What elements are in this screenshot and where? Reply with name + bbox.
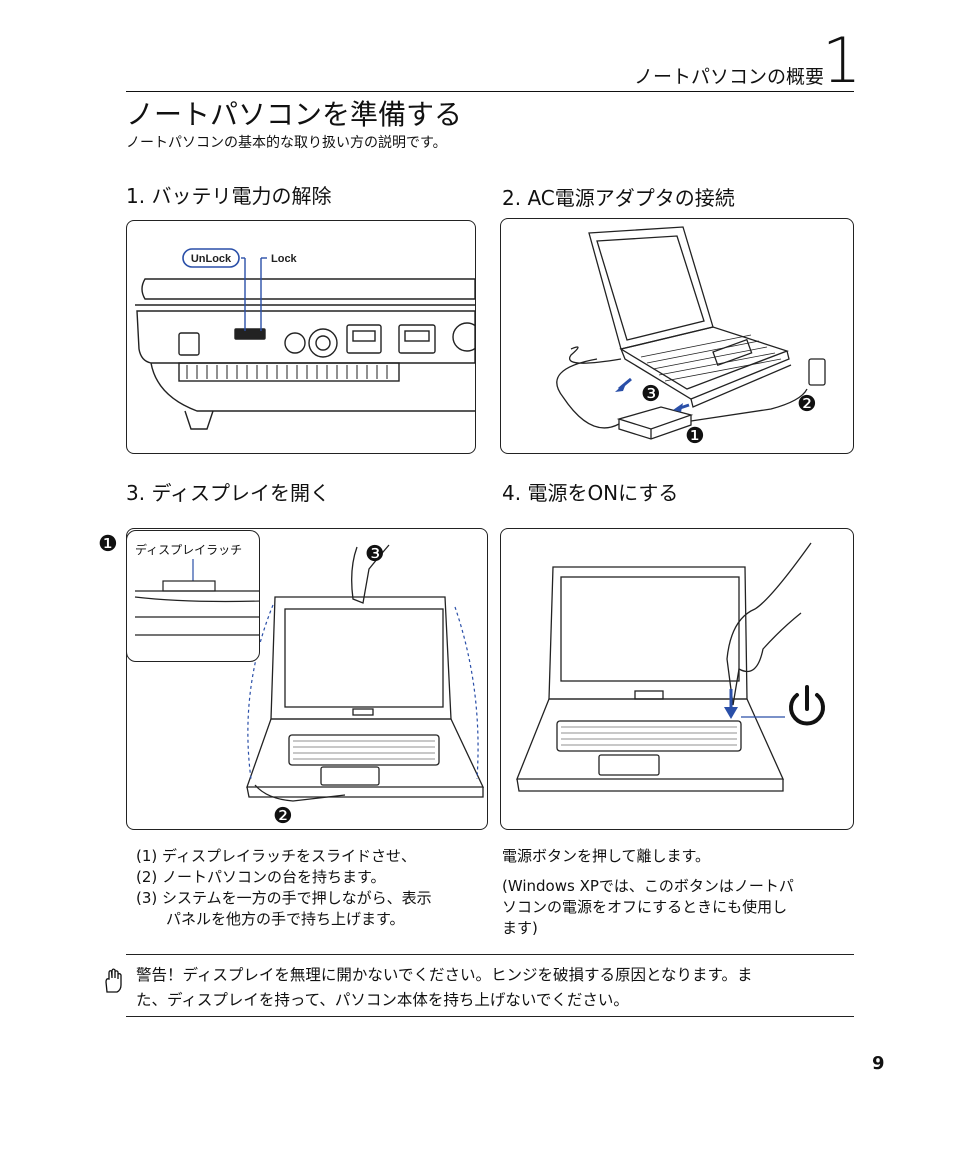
- display-latch-inset: ディスプレイラッチ: [126, 530, 260, 662]
- callout-1: ❶: [98, 532, 118, 557]
- callout-2: ❷: [273, 804, 293, 829]
- unlock-label: UnLock: [191, 253, 232, 265]
- chapter-title: ノートパソコンの概要: [633, 66, 824, 88]
- warning-line: た、ディスプレイを持って、パソコン本体を持ち上げないでください。: [136, 991, 629, 1009]
- battery-lock-illustration: UnLock Lock: [126, 220, 476, 454]
- callout-1: ❶: [685, 424, 705, 449]
- page-subtitle: ノートパソコンの基本的な取り扱い方の説明です。: [126, 135, 447, 151]
- step3-caption: (1) ディスプレイラッチをスライドさせ、 (2) ノートパソコンの台を持ちます…: [136, 846, 432, 930]
- header-rule: [126, 91, 854, 92]
- caption-line: (2) ノートパソコンの台を持ちます。: [136, 868, 386, 886]
- caption-line: パネルを他方の手で持ち上げます。: [136, 910, 405, 928]
- warning-line: 警告！ディスプレイを無理に開かないでください。ヒンジを破損する原因となります。ま: [136, 966, 753, 984]
- note-line: ます): [502, 919, 538, 937]
- warning-text: 警告！ディスプレイを無理に開かないでください。ヒンジを破損する原因となります。ま…: [136, 963, 856, 1013]
- step2-title: 2. AC電源アダプタの接続: [502, 186, 735, 210]
- step1-title: 1. バッテリ電力の解除: [126, 184, 332, 208]
- step4-note: (Windows XPでは、このボタンはノートパ ソコンの電源をオフにするときに…: [502, 876, 794, 939]
- power-on-illustration: [500, 528, 854, 830]
- page-number: 9: [872, 1053, 885, 1074]
- note-line: ソコンの電源をオフにするときにも使用し: [502, 898, 788, 916]
- caption-line: (3) システムを一方の手で押しながら、表示: [136, 889, 432, 907]
- note-line: (Windows XPでは、このボタンはノートパ: [502, 877, 794, 895]
- caption-line: (1) ディスプレイラッチをスライドさせ、: [136, 847, 416, 865]
- step4-title: 4. 電源をONにする: [502, 481, 679, 505]
- chapter-number: 1: [822, 24, 862, 97]
- power-icon: [789, 685, 825, 726]
- warning-top-rule: [126, 954, 854, 955]
- callout-3: ❸: [641, 382, 661, 407]
- step3-title: 3. ディスプレイを開く: [126, 481, 331, 505]
- step4-caption: 電源ボタンを押して離します。: [502, 847, 711, 865]
- warning-bottom-rule: [126, 1016, 854, 1017]
- hand-warning-icon: [105, 968, 122, 993]
- page-title: ノートパソコンを準備する: [126, 98, 463, 131]
- callout-2: ❷: [797, 392, 817, 417]
- lock-label: Lock: [271, 253, 298, 265]
- callout-3: ❸: [365, 542, 385, 567]
- ac-adapter-illustration: ❸ ❷ ❶: [500, 218, 854, 454]
- display-latch-label: ディスプレイラッチ: [135, 543, 243, 557]
